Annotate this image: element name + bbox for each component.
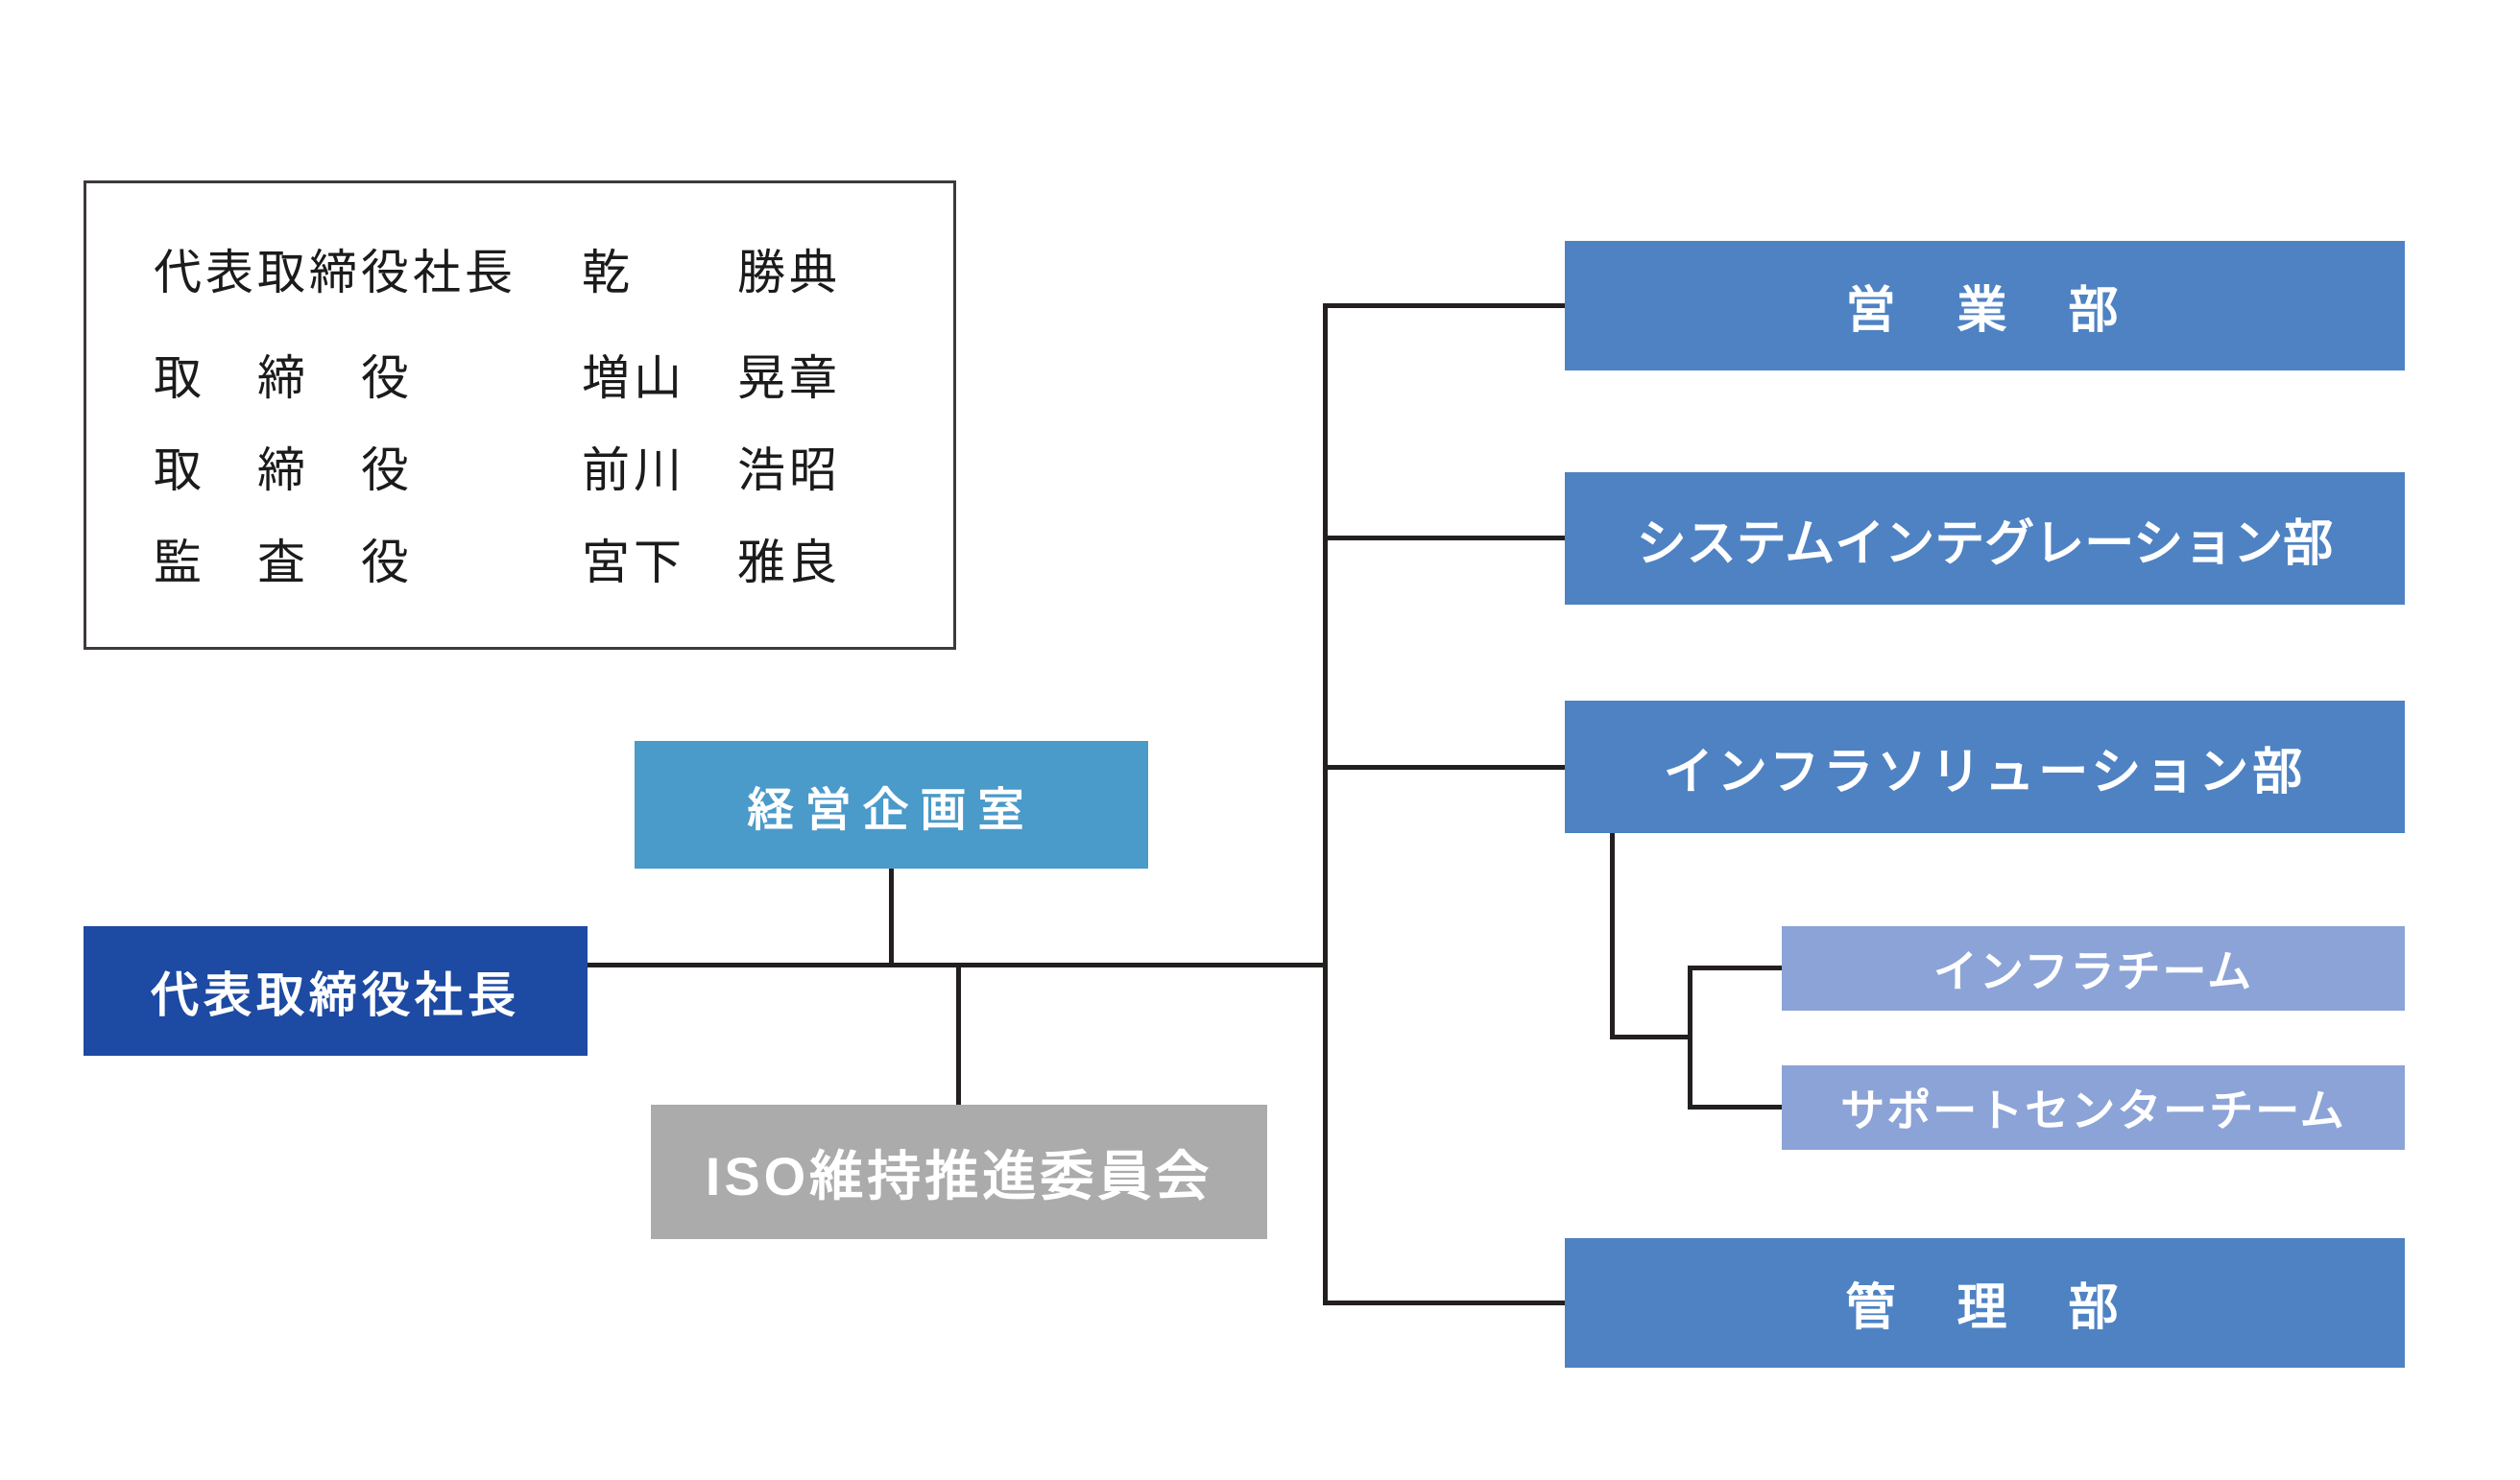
department-label-system-integration: システムインテグレーション部 (1636, 515, 2334, 572)
team-box-infra: インフラチーム (1782, 926, 2405, 1011)
department-label-sales: 営 業 部 (1845, 283, 2124, 339)
connector-planning-office-drop (889, 869, 894, 967)
department-box-sales: 営 業 部 (1565, 241, 2405, 370)
connector-team-bracket (1688, 966, 1692, 1110)
iso-committee-label: ISO維持推進委員会 (705, 1145, 1213, 1206)
connector-branch-sales (1323, 303, 1565, 308)
team-label-infra: インフラチーム (1932, 946, 2254, 996)
team-label-support-center: サポートセンターチーム (1840, 1086, 2346, 1135)
department-label-admin: 管 理 部 (1845, 1280, 2124, 1336)
connector-team-elbow (1610, 1035, 1692, 1039)
executive-role: 取 締 役 (154, 351, 413, 405)
connector-trunk-vertical (1323, 303, 1328, 1305)
connector-stub-infra-team (1688, 966, 1782, 970)
iso-committee-box: ISO維持推進委員会 (651, 1105, 1267, 1239)
planning-office-label: 経営企画室 (747, 784, 1036, 836)
executive-name: 乾 勝典 (582, 246, 841, 299)
executive-role: 取 締 役 (154, 443, 413, 497)
department-label-infra-solution: インフラソリューション部 (1663, 744, 2307, 800)
connector-branch-system-integration (1323, 536, 1565, 540)
executive-row: 取 締 役 前川 浩昭 (154, 442, 841, 499)
executive-row: 代表取締役社長 乾 勝典 (154, 244, 841, 301)
executive-name: 増山 晃章 (582, 351, 841, 405)
department-box-infra-solution: インフラソリューション部 (1565, 701, 2405, 833)
president-label: 代表取締役社長 (151, 967, 520, 1022)
president-box: 代表取締役社長 (84, 926, 588, 1056)
executive-role: 代表取締役社長 (154, 246, 516, 299)
connector-iso-committee-drop (956, 963, 961, 1105)
planning-office-box: 経営企画室 (635, 741, 1148, 869)
executives-panel: 代表取締役社長 乾 勝典 取 締 役 増山 晃章 取 締 役 前川 浩昭 監 査… (84, 180, 956, 650)
connector-branch-admin (1323, 1301, 1565, 1305)
executive-name: 前川 浩昭 (582, 443, 841, 497)
connector-stub-support-team (1688, 1105, 1782, 1110)
executive-role: 監 査 役 (154, 536, 413, 589)
department-box-system-integration: システムインテグレーション部 (1565, 472, 2405, 605)
team-box-support-center: サポートセンターチーム (1782, 1065, 2405, 1150)
connector-branch-infra-solution (1323, 765, 1565, 770)
executive-row: 監 査 役 宮下 雅良 (154, 534, 841, 591)
department-box-admin: 管 理 部 (1565, 1238, 2405, 1368)
connector-infra-solution-drop (1610, 833, 1615, 1039)
executive-row: 取 締 役 増山 晃章 (154, 349, 841, 407)
executive-name: 宮下 雅良 (582, 536, 841, 589)
